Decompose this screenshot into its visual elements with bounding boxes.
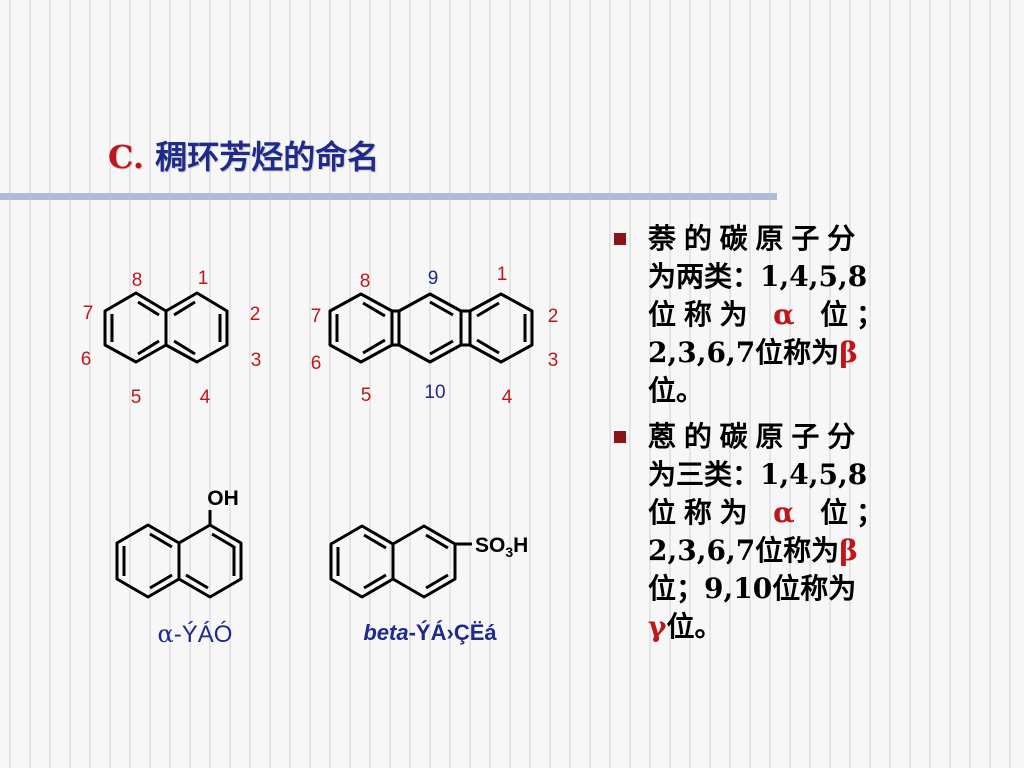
naphthalene-position-2: 2 (250, 304, 261, 325)
hydroxyl-group-label: OH (207, 487, 239, 510)
bullet-square-icon (614, 233, 626, 245)
bullet-naphthalene: 萘的碳原子分 为两类：1,4,5,8 位称为 α 位； 2,3,6,7位称为β … (612, 220, 932, 410)
title-text: 稠环芳烃的命名 (155, 138, 380, 176)
structure-diagrams: 8 1 7 2 6 3 5 4 8 9 1 7 2 6 3 5 10 4 (81, 264, 559, 648)
bullet-line: 位；9,10位称为 (648, 572, 857, 605)
bullet-line: 萘的碳原子分 (648, 222, 864, 255)
naphthalene-position-4: 4 (200, 387, 211, 408)
bullet-line: 位称为 α 位； (648, 494, 932, 532)
bullet-line: 位。 (648, 374, 705, 407)
naphthalene-position-6: 6 (81, 349, 92, 370)
bullet-line-text: 位称为 (648, 298, 756, 331)
anthracene-position-4: 4 (502, 387, 513, 408)
bullet-line: 为两类：1,4,5,8 (648, 260, 868, 293)
bullet-line-text: 位； (820, 496, 892, 529)
naphthalene-position-5: 5 (131, 387, 142, 408)
bullet-line-text: 位； (820, 298, 892, 331)
bullet-line-text: 位。 (666, 610, 723, 643)
page-title: C. 稠环芳烃的命名 (108, 132, 379, 178)
anthracene-position-8: 8 (360, 271, 371, 292)
bullet-square-icon (614, 431, 626, 443)
naphthalene-position-8: 8 (132, 270, 143, 291)
anthracene-position-6: 6 (311, 353, 322, 374)
anthracene-position-7: 7 (311, 306, 322, 327)
beta-sulfonic-caption-italic: beta (363, 620, 408, 645)
bullet-line: 位称为 α 位； (648, 296, 932, 334)
bullet-line: 2,3,6,7位称为β (648, 532, 932, 570)
anthracene-position-5: 5 (361, 385, 372, 406)
naphthalene-position-7: 7 (83, 303, 94, 324)
bullet-line-text: 位称为 (648, 496, 756, 529)
sulfonic-group-suffix: H (513, 534, 528, 557)
sulfonic-group-label: SO3H (475, 534, 528, 560)
anthracene-position-9: 9 (428, 268, 439, 289)
alpha-symbol: α (773, 298, 803, 331)
sulfonic-group-subscript: 3 (505, 544, 513, 560)
beta-sulfonic-caption-text: -ÝÁ›ÇËá (409, 620, 498, 645)
anthracene-position-2: 2 (548, 306, 559, 327)
naphthalene-structure (103, 291, 229, 364)
bullet-list: 萘的碳原子分 为两类：1,4,5,8 位称为 α 位； 2,3,6,7位称为β … (612, 220, 932, 654)
alpha-naphthol-structure (115, 510, 243, 599)
bullet-anthracene: 蒽的碳原子分 为三类：1,4,5,8 位称为 α 位； 2,3,6,7位称为β … (612, 418, 932, 646)
title-underline (0, 193, 777, 200)
bullet-line: 为三类：1,4,5,8 (648, 458, 868, 491)
title-letter: C. (108, 138, 145, 176)
anthracene-position-3: 3 (548, 350, 559, 371)
bullet-line: 2,3,6,7位称为β (648, 334, 932, 372)
beta-symbol: β (839, 534, 858, 567)
sulfonic-group-prefix: SO (475, 534, 505, 557)
anthracene-position-1: 1 (497, 264, 508, 285)
anthracene-structure (328, 292, 534, 364)
bullet-line-text: 2,3,6,7位称为 (648, 336, 840, 369)
alpha-naphthol-caption-text: -ÝÁÓ (174, 621, 233, 648)
naphthalene-position-3: 3 (251, 350, 262, 371)
beta-sulfonic-caption: beta-ÝÁ›ÇËá (363, 620, 497, 645)
bullet-line-text: 2,3,6,7位称为 (648, 534, 840, 567)
beta-symbol: β (839, 336, 858, 369)
naphthalene-position-1: 1 (198, 268, 209, 289)
bullet-line: γ位。 (648, 608, 932, 646)
naphthalene-position-labels: 8 1 7 2 6 3 5 4 (81, 268, 262, 408)
alpha-naphthol-caption-greek: α (158, 620, 174, 648)
bullet-line: 蒽的碳原子分 (648, 420, 864, 453)
alpha-symbol: α (773, 496, 803, 529)
anthracene-position-labels: 8 9 1 7 2 6 3 5 10 4 (311, 264, 559, 408)
gamma-symbol: γ (648, 610, 667, 643)
anthracene-position-10: 10 (424, 382, 445, 403)
naphthalenesulfonic-acid-structure (329, 524, 472, 599)
alpha-naphthol-caption: α-ÝÁÓ (158, 620, 233, 648)
